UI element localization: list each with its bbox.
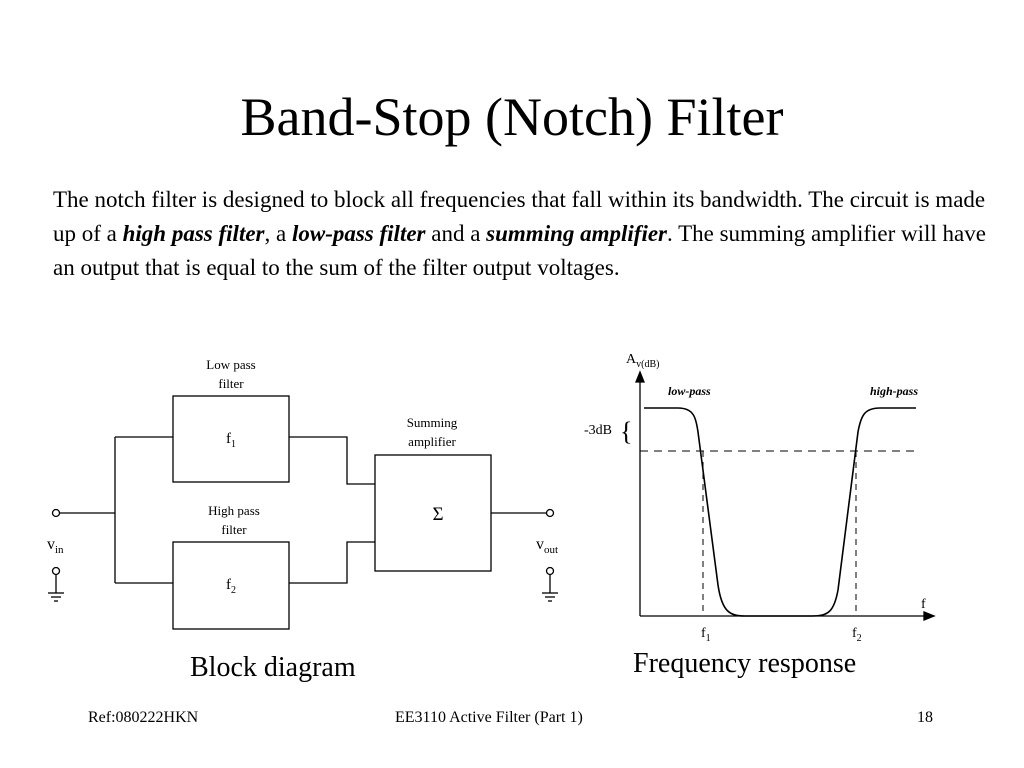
summing-label-line1: Summing xyxy=(407,415,458,430)
slide-title: Band-Stop (Notch) Filter xyxy=(240,87,784,147)
x-axis-label: f xyxy=(921,597,926,612)
frequency-response-graph xyxy=(635,370,936,621)
low-pass-region-label: low-pass xyxy=(668,384,711,398)
vout-terminal xyxy=(545,508,555,518)
high-pass-term: high pass filter xyxy=(122,221,265,246)
summing-label-line2: amplifier xyxy=(408,434,456,449)
x-axis-arrow-icon xyxy=(923,611,936,621)
vout-ground-terminal xyxy=(545,566,555,576)
high-pass-label-line1: High pass xyxy=(208,503,260,518)
low-pass-label-line1: Low pass xyxy=(206,357,255,372)
high-pass-filter-block xyxy=(172,541,290,630)
vin-ground-icon xyxy=(48,575,64,602)
low-pass-label-line2: filter xyxy=(218,376,244,391)
frequency-response-labels: Av(dB) low-pass high-pass -3dB { f f1 f2 xyxy=(584,352,926,644)
footer-course-title: EE3110 Active Filter (Part 1) xyxy=(395,709,583,726)
footer-reference: Ref:080222HKN xyxy=(88,709,199,726)
vin-ground-terminal xyxy=(51,566,61,576)
vin-terminal xyxy=(51,508,61,518)
paragraph-text-1: The notch filter is designed to block al… xyxy=(53,187,986,246)
f1-axis-label: f1 xyxy=(701,626,711,644)
f1-block-label: f1 xyxy=(226,431,236,450)
low-pass-filter-block xyxy=(172,395,290,483)
low-pass-term: low-pass filter xyxy=(291,221,426,246)
f2-axis-label: f2 xyxy=(852,626,862,644)
high-pass-region-label: high-pass xyxy=(870,384,918,398)
vout-ground-icon xyxy=(542,575,558,602)
sigma-symbol: Σ xyxy=(432,504,443,525)
y-axis-arrow-icon xyxy=(635,370,645,383)
block-diagram-caption: Block diagram xyxy=(190,652,356,683)
block-diagram xyxy=(48,395,558,630)
description-paragraph: The notch filter is designed to block al… xyxy=(53,183,993,285)
footer-page-number: 18 xyxy=(917,709,933,726)
high-pass-label-line2: filter xyxy=(221,522,247,537)
vout-label: vout xyxy=(536,536,558,556)
notch-response-curve xyxy=(644,407,916,617)
f2-block-label: f2 xyxy=(226,577,236,596)
paragraph-text-3: and a xyxy=(425,221,487,246)
paragraph-text-4: . The summing amplifier will have an out… xyxy=(53,221,986,280)
summing-amplifier-term: summing amplifier xyxy=(486,221,668,246)
frequency-response-caption: Frequency response xyxy=(633,648,857,679)
y-axis-label: Av(dB) xyxy=(626,352,659,370)
minus-3db-brace: { xyxy=(620,417,632,446)
vin-label: vin xyxy=(47,536,64,556)
minus-3db-label: -3dB xyxy=(584,423,612,438)
block-diagram-labels: Low pass filter f1 High pass filter f2 S… xyxy=(47,357,558,596)
paragraph-text-2: , a xyxy=(264,221,292,246)
